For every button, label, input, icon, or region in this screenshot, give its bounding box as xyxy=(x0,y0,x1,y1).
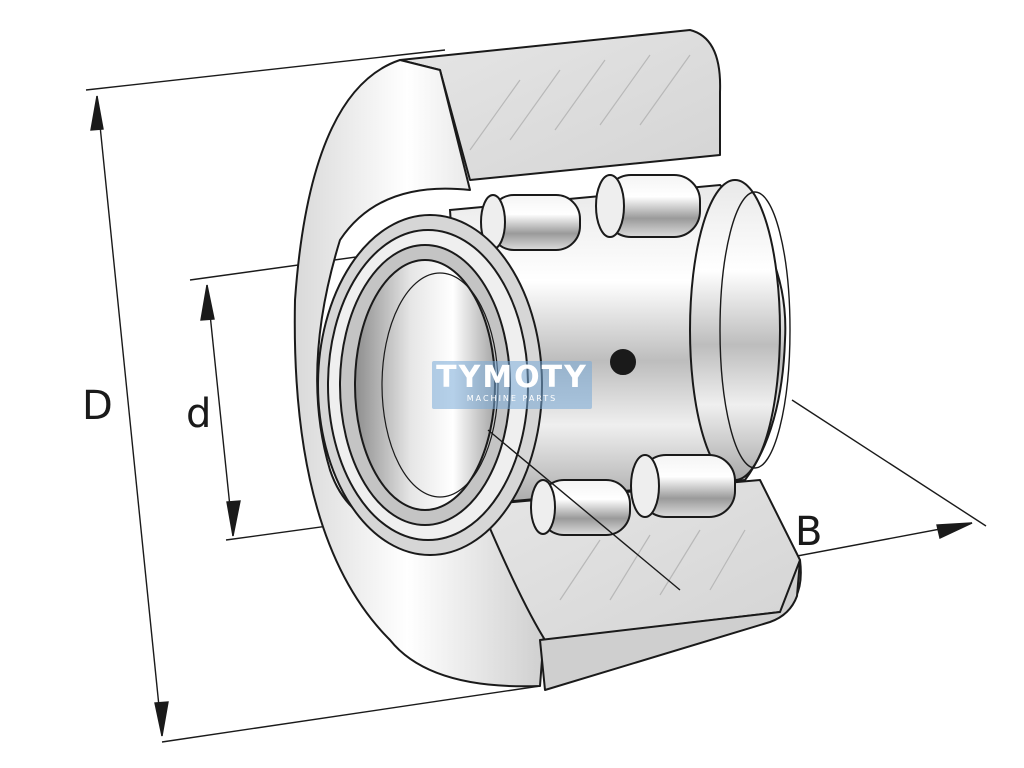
arrow-head-icon xyxy=(936,522,973,540)
leader-line xyxy=(487,429,681,591)
dimension-D xyxy=(85,49,541,743)
watermark-logo: TYMOTY MACHINE PARTS xyxy=(432,361,592,409)
watermark-title: TYMOTY xyxy=(436,360,588,395)
bore-diameter-label: d xyxy=(186,391,212,437)
watermark-subtitle: MACHINE PARTS xyxy=(466,394,558,403)
width-label: B xyxy=(795,509,823,555)
arrow-head-icon xyxy=(200,284,215,321)
needle-rollers xyxy=(480,174,736,536)
arrow-head-icon xyxy=(226,500,241,537)
outer-diameter-label: D xyxy=(82,383,113,429)
bore xyxy=(317,214,543,556)
arrow-head-icon xyxy=(154,701,169,737)
lubrication-hole xyxy=(610,349,636,375)
arrow-head-icon xyxy=(90,95,104,131)
section-hatching xyxy=(469,54,746,601)
